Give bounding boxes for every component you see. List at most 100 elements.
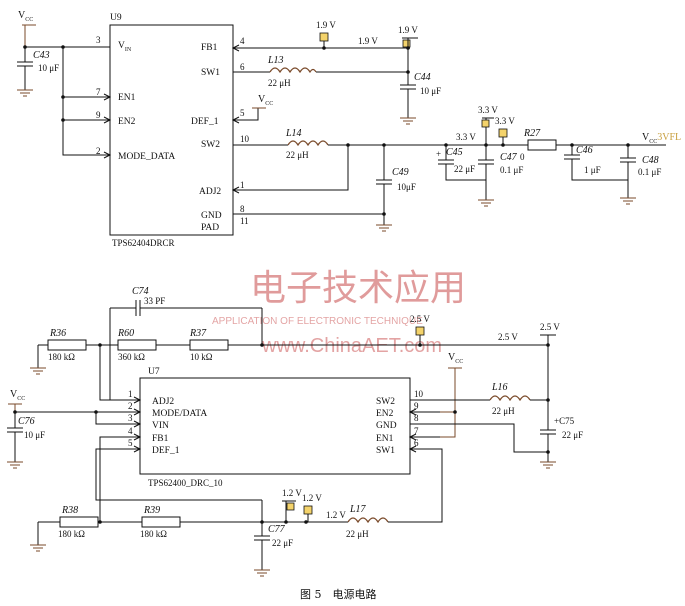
pin-num: 11 [240, 216, 249, 226]
pin-num: 6 [414, 438, 419, 448]
r60-val: 360 kΩ [118, 352, 145, 362]
rail33-flag: 3.3 V [495, 116, 515, 126]
l17-ref: L17 [349, 504, 367, 515]
c77-ref: C77 [268, 524, 286, 535]
vcc-def-label: VCC [258, 94, 273, 107]
chip-u7 [139, 377, 411, 475]
watermark-url: www.ChinaAET.com [261, 335, 442, 357]
rail12-net: 1.2 V [326, 510, 346, 520]
figure-caption: 图 5 电源电路 [300, 587, 377, 601]
bottom-circuit: U7 TPS62400_DRC_10 ADJ2 MODE/DATA VIN FB… [7, 286, 583, 577]
pin-sw1-label: SW1 [201, 68, 220, 78]
pin-num: 2 [96, 146, 101, 156]
pin-pad-label: PAD [201, 223, 219, 233]
c45-val: 22 μF [454, 164, 475, 174]
pin-num: 2 [128, 401, 133, 411]
rail25-net: 2.5 V [498, 332, 518, 342]
pin-label: ADJ2 [152, 397, 174, 407]
c74-val: 33 PF [144, 296, 165, 306]
c43-ref: C43 [33, 50, 50, 61]
c46-val: 1 μF [584, 165, 601, 175]
r37-val: 10 kΩ [190, 352, 213, 362]
rail25-port: 2.5 V [540, 322, 560, 332]
pin-def1-label: DEF_1 [191, 117, 219, 127]
pin-num: 7 [96, 87, 101, 97]
pin-num: 8 [414, 413, 419, 423]
rail12-port: 1.2 V [282, 488, 302, 498]
pin-label: VIN [152, 421, 169, 431]
pin-adj2-label: ADJ2 [199, 187, 221, 197]
l14-val: 22 μH [286, 150, 309, 160]
c74-ref: C74 [132, 286, 149, 297]
pin-num: 10 [240, 134, 250, 144]
c43-val: 10 μF [38, 63, 59, 73]
pin-num: 7 [414, 426, 419, 436]
r39-val: 180 kΩ [140, 529, 167, 539]
pin-num: 1 [128, 389, 133, 399]
pin-label: MODE/DATA [152, 409, 207, 419]
r38-ref: R38 [61, 505, 78, 516]
pin-label: SW2 [376, 397, 395, 407]
r36-val: 180 kΩ [48, 352, 75, 362]
c77-val: 22 μF [272, 538, 293, 548]
pin-num: 4 [240, 36, 245, 46]
l13-ref: L13 [267, 55, 284, 66]
rail12-flag: 1.2 V [302, 493, 322, 503]
watermark-cn: 电子技术应用 [250, 268, 466, 309]
c76-val: 10 μF [24, 430, 45, 440]
pin-num: 5 [240, 108, 245, 118]
pin-mode-label: MODE_DATA [118, 152, 175, 162]
rail19-port: 1.9 V [398, 25, 418, 35]
c76-ref: C76 [18, 416, 35, 427]
chip-u9-ref: U9 [110, 13, 122, 23]
pin-num: 3 [128, 413, 133, 423]
pin-num: 5 [128, 438, 133, 448]
rail33-net: 3.3 V [456, 132, 476, 142]
c47-val: 0.1 μF [500, 165, 523, 175]
chip-u9 [109, 24, 234, 236]
l13-val: 22 μH [268, 78, 291, 88]
r37-ref: R37 [189, 328, 207, 339]
chip-u7-ref: U7 [148, 367, 160, 377]
rail19-net: 1.9 V [358, 36, 378, 46]
watermark-en: APPLICATION OF ELECTRONIC TECHNIQUE [212, 316, 423, 327]
c75-val: 22 μF [562, 430, 583, 440]
r36-ref: R36 [49, 328, 66, 339]
pin-label: DEF_1 [152, 446, 180, 456]
pin-label: GND [376, 421, 397, 431]
r39-ref: R39 [143, 505, 160, 516]
pin-fb1-label: FB1 [201, 43, 218, 53]
vcc-label: VCC [18, 10, 33, 23]
l16-val: 22 μH [492, 406, 515, 416]
l16-ref: L16 [491, 382, 508, 393]
c49-val: 10μF [397, 182, 416, 192]
pin-en1-label: EN1 [118, 93, 136, 103]
pin-num: 9 [414, 401, 419, 411]
pin-vin-label: VIN [118, 41, 132, 53]
vcc-right-label: VCC [448, 352, 463, 365]
r27-val: 0 [520, 152, 525, 162]
c49-ref: C49 [392, 167, 409, 178]
c45-ref: C45 [446, 147, 463, 158]
vcc3vfl-label: VCC3VFL [642, 132, 681, 145]
rail33-port: 3.3 V [478, 105, 498, 115]
pin-num: 1 [240, 180, 245, 190]
c48-val: 0.1 μF [638, 167, 661, 177]
pin-num: 9 [96, 110, 101, 120]
c45-plus: + [436, 149, 441, 159]
chip-u9-part: TPS62404DRCR [112, 238, 175, 248]
c44-val: 10 μF [420, 86, 441, 96]
pin-num: 8 [240, 204, 245, 214]
c46-ref: C46 [576, 145, 593, 156]
pin-label: EN1 [376, 434, 394, 444]
r27-ref: R27 [523, 128, 541, 139]
pin-label: FB1 [152, 434, 169, 444]
pin-sw2-label: SW2 [201, 140, 220, 150]
r38-val: 180 kΩ [58, 529, 85, 539]
pin-num: 10 [414, 389, 424, 399]
watermark: 电子技术应用 APPLICATION OF ELECTRONIC TECHNIQ… [212, 268, 466, 357]
vcc-left-label: VCC [10, 389, 25, 402]
pin-num: 3 [96, 35, 101, 45]
c44-ref: C44 [414, 72, 431, 83]
